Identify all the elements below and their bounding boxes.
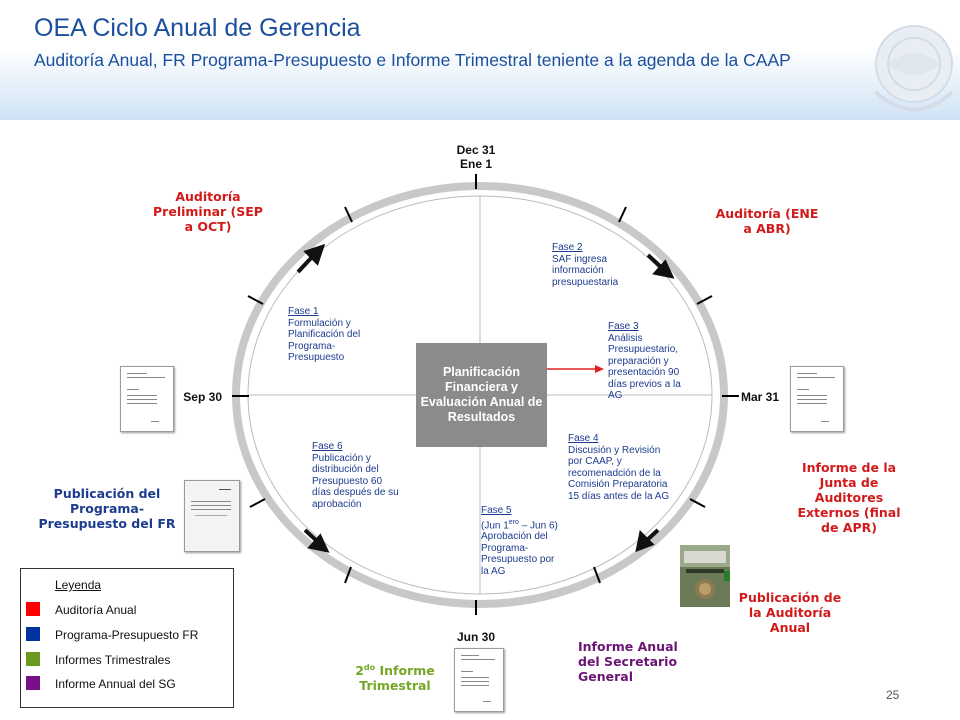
label-publicacion-programa: Publicación del Programa-Presupuesto del… [38,486,176,531]
arrow-head-upper-left [303,243,326,266]
phase-2: Fase 2 SAF ingresa información presupues… [552,242,634,288]
audit-report-photo [680,545,730,607]
document-thumbnail-right [790,366,844,432]
month-sep30: Sep 30 [183,390,222,404]
legend-title: Leyenda [55,578,102,592]
legend-swatch-purple [26,676,40,690]
legend-item-trimestrales: Informes Trimestrales [21,652,231,668]
legend-label: Informe Annual del SG [55,677,176,691]
month-jun30: Jun 30 [456,630,495,644]
center-arrow-head [595,365,604,373]
legend-swatch-red [26,602,40,616]
label-auditoria: Auditoría (ENE a ABR) [715,206,819,236]
phase-2-text: SAF ingresa información presupuestaria [552,253,619,288]
phase-1-text: Formulación y Planificación del Programa… [288,317,361,364]
arrow-head-upper-right [652,259,675,279]
legend-swatch-blue [26,627,40,641]
header-band [0,0,960,120]
phase-4-title: Fase 4 [568,433,599,444]
legend-label: Programa-Presupuesto FR [55,628,199,642]
month-mar31: Mar 31 [741,390,780,404]
label-publicacion-auditoria: Publicación de la Auditoría Anual [738,590,842,635]
month-dec31: Dec 31 [456,143,496,157]
phase-1-title: Fase 1 [288,306,319,317]
phase-3: Fase 3 Análisis Presupuestario, preparac… [608,321,694,402]
label-informe-trimestral: 2do Informe Trimestral [355,663,435,694]
legend-item-programa: Programa-Presupuesto FR [21,627,231,643]
legend-swatch-green [26,652,40,666]
phase-4: Fase 4 Discusión y Revisión por CAAP, y … [568,433,674,502]
phase-3-text: Análisis Presupuestario, preparación y p… [608,332,681,402]
phase-5-dates: (Jun 1ero – Jun 6) [481,518,558,531]
phase-2-title: Fase 2 [552,242,583,253]
phase-6: Fase 6 Publicación y distribución del Pr… [312,441,400,510]
program-budget-cover [184,480,240,552]
oas-seal-icon [874,25,954,113]
phase-1: Fase 1 Formulación y Planificación del P… [288,306,378,364]
legend-label: Auditoría Anual [55,603,137,617]
cycle-arrows [296,243,675,553]
page-subtitle: Auditoría Anual, FR Programa-Presupuesto… [34,50,791,70]
legend-item-auditoria: Auditoría Anual [21,602,231,618]
legend: Leyenda Auditoría Anual Programa-Presupu… [20,568,234,708]
phase-5-text: Aprobación del Programa-Presupuesto por … [481,531,555,577]
document-thumbnail-bottom [454,648,504,712]
phase-3-title: Fase 3 [608,321,639,332]
phase-5: Fase 5 (Jun 1ero – Jun 6) Aprobación del… [481,505,563,577]
label-auditoria-preliminar: Auditoría Preliminar (SEP a OCT) [153,189,263,234]
page-title: OEA Ciclo Anual de Gerencia [34,14,361,42]
page-number: 25 [886,688,900,702]
tick-marks [232,174,739,615]
phase-5-title: Fase 5 [481,505,512,516]
arrow-head-lower-left [307,533,330,553]
phase-6-title: Fase 6 [312,441,343,452]
label-informe-auditores: Informe de la Junta de Auditores Externo… [797,460,901,535]
label-informe-anual-sg: Informe Anual del Secretario General [578,639,678,684]
month-top: Dec 31 Ene 1 [440,143,512,171]
phase-6-text: Publicación y distribución del Presupues… [312,452,399,510]
legend-label: Informes Trimestrales [55,653,171,667]
center-box: Planificación Financiera y Evaluación An… [416,343,547,447]
document-thumbnail-left [120,366,174,432]
legend-item-sg: Informe Annual del SG [21,676,231,692]
phase-4-text: Discusión y Revisión por CAAP, y recomen… [568,444,670,502]
month-ene1: Ene 1 [459,157,492,171]
center-label: Planificación Financiera y Evaluación An… [420,365,543,424]
arrow-head-lower-right [635,529,655,553]
